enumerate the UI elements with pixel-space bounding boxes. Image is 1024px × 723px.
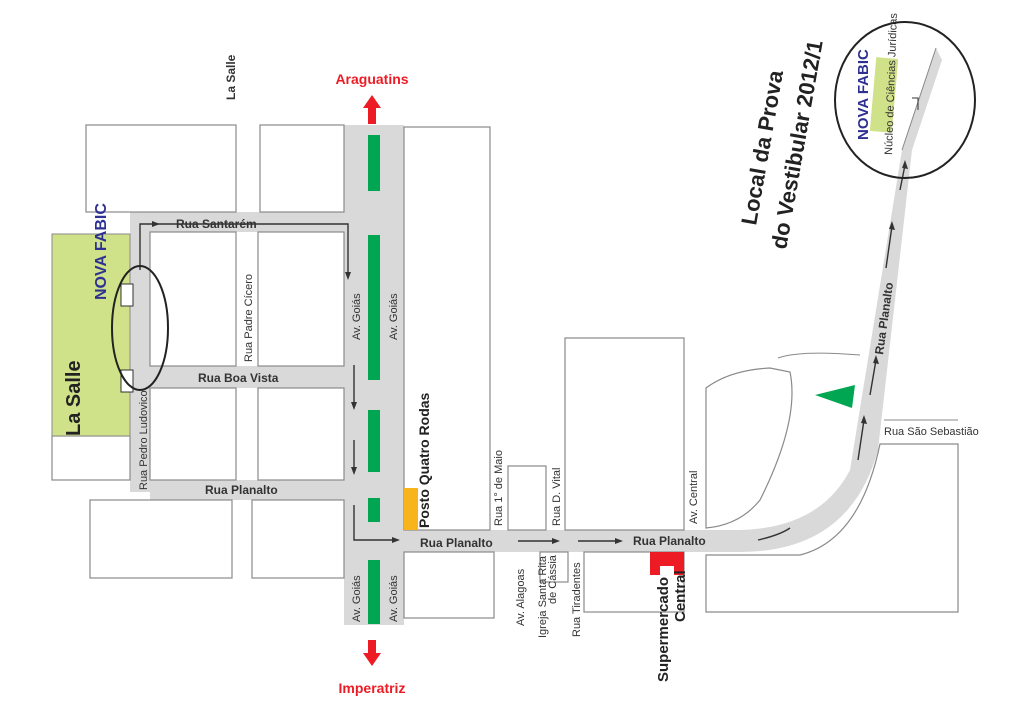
label-rua-planalto-mid: Rua Planalto (420, 536, 493, 550)
road-rua-pedro-ludovico (130, 212, 150, 492)
highlight-circle-exam-location (834, 21, 976, 179)
svg-text:NOVA FABIC: NOVA FABIC (93, 203, 110, 300)
label-av-goias-2: Av. Goiás (388, 293, 400, 340)
svg-text:NOVA FABIC: NOVA FABIC (855, 49, 872, 140)
la-salle-building (51, 233, 131, 437)
label-rua-padre-cicero: Rua Padre Cícero (243, 274, 255, 362)
road-rua-planalto-left (150, 480, 344, 500)
label-rua-tiradentes: Rua Tiradentes (571, 562, 583, 637)
label-rua-pedro-ludovico: Rua Pedro Ludovico (138, 390, 150, 490)
label-igreja-line1: Igreja Santa Rita (537, 555, 549, 638)
arrow-down-icon (363, 640, 381, 666)
arrow-up-icon (363, 95, 381, 124)
label-av-goias-1: Av. Goiás (351, 293, 363, 340)
label-rua-santarem: Rua Santarém (176, 217, 257, 231)
label-supermercado-line1: Supermercado (655, 577, 672, 682)
label-av-central: Av. Central (688, 471, 700, 524)
median-strips (368, 135, 380, 624)
label-rua-boa-vista: Rua Boa Vista (198, 371, 279, 385)
label-rua-d-vital: Rua D. Vital (551, 468, 563, 527)
label-imperatriz: Imperatriz (339, 680, 406, 696)
label-av-goias-3: Av. Goiás (351, 575, 363, 622)
fabic-logo-left: NOVA FABIC (93, 203, 110, 300)
label-nucleo: Núcleo de Ciências Jurídicas (883, 12, 900, 155)
nucleo-building (869, 57, 899, 133)
green-triangle (815, 385, 855, 408)
label-la-salle-building: La Salle (63, 360, 85, 436)
label-rua-1-de-maio: Rua 1° de Maio (493, 450, 505, 526)
fabic-logo-right: NOVA FABIC (855, 49, 872, 140)
label-araguatins: Araguatins (335, 71, 408, 87)
label-posto: Posto Quatro Rodas (416, 392, 432, 528)
label-rua-planalto-left: Rua Planalto (205, 483, 278, 497)
label-supermercado-line2: Central (672, 570, 689, 622)
route-arrows (139, 160, 908, 544)
posto-marker (404, 488, 418, 530)
label-rua-planalto-right: Rua Planalto (633, 534, 706, 548)
label-la-salle-top: La Salle (224, 54, 238, 100)
title-line2: do Vestibular 2012/1 (766, 38, 827, 251)
highlight-ellipse-la-salle (111, 265, 169, 391)
road-rua-boa-vista (150, 366, 344, 388)
city-blocks (51, 124, 959, 619)
supermercado-marker (650, 552, 684, 575)
label-igreja-line2: de Cássia (547, 554, 559, 604)
label-av-goias-4: Av. Goiás (388, 575, 400, 622)
road-rua-santarem (130, 212, 404, 232)
label-av-alagoas: Av. Alagoas (515, 568, 527, 626)
label-rua-sao-sebastiao: Rua São Sebastião (884, 426, 979, 438)
